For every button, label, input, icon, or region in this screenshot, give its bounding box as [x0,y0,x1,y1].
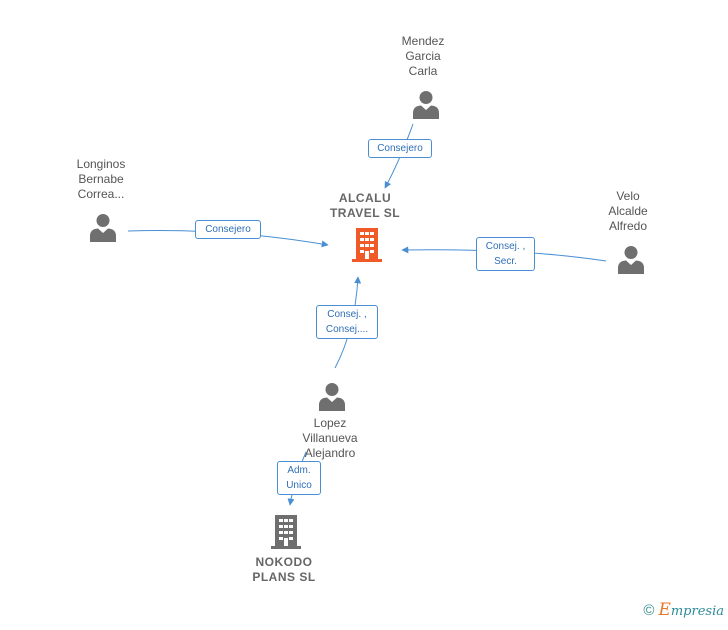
node-label-velo[interactable]: Velo Alcalde Alfredo [608,189,648,233]
brand-footer[interactable]: ©Empresia [643,600,724,620]
node-label-alcalu[interactable]: ALCALU TRAVEL SL [329,191,401,220]
copyright-icon: © [643,602,655,619]
brand-logo-text: mpresia [670,604,724,619]
node-label-mendez[interactable]: Mendez Garcia Carla [401,34,445,78]
edge-label-lopez-nokodo[interactable]: Adm. Unico [277,461,321,495]
edge-label-velo-alcalu[interactable]: Consej. , Secr. [476,237,535,271]
node-label-lopez[interactable]: Lopez Villanueva Alejandro [302,416,358,460]
person-icon-mendez[interactable] [413,91,439,119]
edge-label-longinos-alcalu[interactable]: Consejero [195,220,261,239]
person-icon-longinos[interactable] [90,214,116,242]
building-icon-alcalu[interactable] [352,228,382,262]
node-label-longinos[interactable]: Longinos Bernabe Correa... [76,157,126,201]
edge-label-lopez-alcalu[interactable]: Consej. , Consej.... [316,305,378,339]
building-icon-nokodo[interactable] [271,515,301,549]
person-icon-lopez[interactable] [319,383,345,411]
brand-logo-initial: E [658,600,671,620]
person-icon-velo[interactable] [618,246,644,274]
edge-label-mendez-alcalu[interactable]: Consejero [368,139,432,158]
node-label-nokodo[interactable]: NOKODO PLANS SL [252,555,316,584]
